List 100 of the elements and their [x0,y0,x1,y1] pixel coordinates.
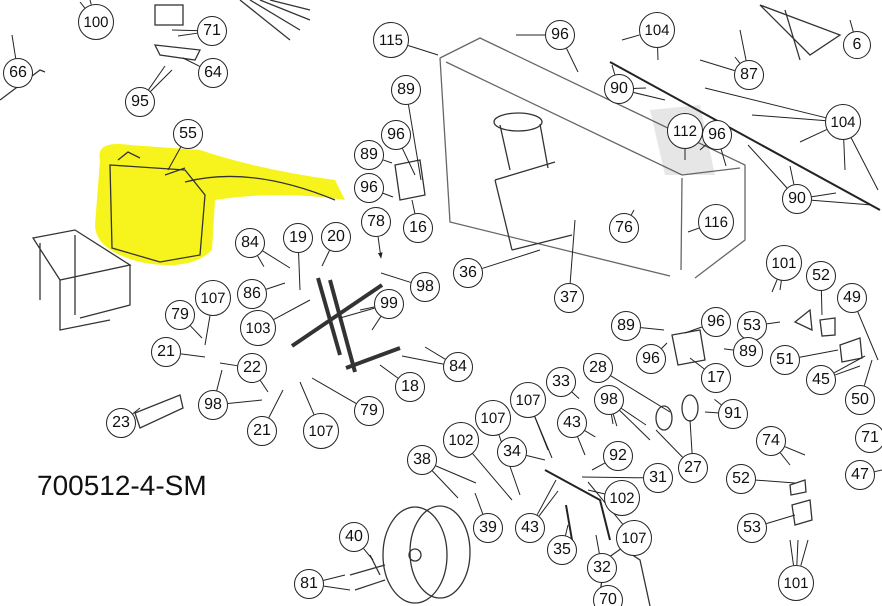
callout-number: 101 [778,565,814,601]
callout-number: 64 [198,58,228,88]
leader-line [610,414,614,424]
callout-number: 53 [737,513,767,543]
callout-number: 20 [321,222,351,252]
callout-number: 96 [701,307,731,337]
leader-line [661,342,668,349]
leader-line [588,490,605,494]
leader-line [190,325,202,338]
leader-line [790,166,794,185]
callout-number: 16 [403,213,433,243]
callout-number: 31 [643,463,673,493]
leader-line [340,308,376,318]
leader-line [474,492,484,514]
leader-line [408,44,438,56]
callout-number: 50 [845,385,875,415]
leader-line [784,446,806,456]
callout-number: 43 [557,408,587,438]
callout-number: 84 [235,228,265,258]
leader-line [850,138,878,190]
callout-number: 39 [473,513,503,543]
leader-line [516,34,546,36]
callout-number: 43 [515,513,545,543]
callout-number: 66 [3,58,33,88]
callout-number: 115 [373,22,409,58]
leader-line [408,104,422,180]
leader-line [216,370,222,391]
leader-line [857,311,878,360]
callout-number: 49 [837,283,867,313]
leader-line [684,148,686,160]
callout-number: 116 [698,204,734,240]
leader-line [402,356,444,365]
leader-line [772,279,778,292]
callout-number: 107 [616,520,652,556]
callout-number: 6 [843,31,871,59]
leader-line [843,139,846,170]
leader-line [382,192,394,198]
callout-number: 37 [554,283,584,313]
callout-number: 102 [443,422,479,458]
leader-line [657,48,658,60]
callout-number: 96 [636,344,666,374]
leader-line [323,586,350,590]
leader-line [714,398,722,406]
leader-line [577,436,586,456]
callout-number: 23 [106,408,136,438]
leader-line [688,228,700,232]
leader-line [799,350,838,358]
leader-line [620,408,646,426]
leader-line [90,0,92,6]
callout-number: 78 [361,207,391,237]
callout-number: 89 [733,337,763,367]
leader-line [850,20,854,32]
leader-line [572,392,580,400]
leader-line [752,114,826,122]
leader-line [734,56,740,64]
leader-line [684,326,702,334]
leader-line [260,380,268,392]
leader-line [766,514,796,524]
leader-line [612,64,616,76]
leader-line [780,452,790,466]
leader-line [323,574,346,581]
leader-line [380,272,412,283]
leader-line [610,375,670,412]
callout-number: 28 [583,353,613,383]
callout-number: 98 [198,390,228,420]
leader-line [800,540,808,566]
leader-line [172,30,198,32]
callout-number: 96 [354,173,384,203]
leader-line [534,416,548,450]
leader-line [300,382,314,415]
leader-line [412,200,416,214]
leader-line [700,60,736,72]
callout-number: 99 [374,289,404,319]
leader-line [700,144,706,150]
callout-number: 35 [547,535,577,565]
leader-line [766,322,780,324]
leader-line [690,420,693,454]
leader-line [402,148,416,176]
callout-number: 45 [806,365,836,395]
leader-line [633,92,666,100]
callout-number: 21 [247,416,277,446]
leader-line [704,412,719,414]
callout-number: 19 [283,223,313,253]
leader-line [363,548,374,560]
leader-line [257,255,264,268]
callout-number: 74 [756,426,786,456]
callout-number: 40 [339,522,369,552]
leader-line [723,348,734,351]
callout-number: 21 [151,337,181,367]
callout-number: 84 [443,352,473,382]
leader-line [380,364,398,379]
callout-number: 89 [611,311,641,341]
leader-line [566,48,578,72]
leader-line [755,480,796,484]
callout-number: 107 [195,280,231,316]
leader-line [720,148,726,166]
leader-line [834,356,866,374]
leader-line [690,358,705,370]
leader-line [266,282,286,290]
leader-line [582,476,644,478]
